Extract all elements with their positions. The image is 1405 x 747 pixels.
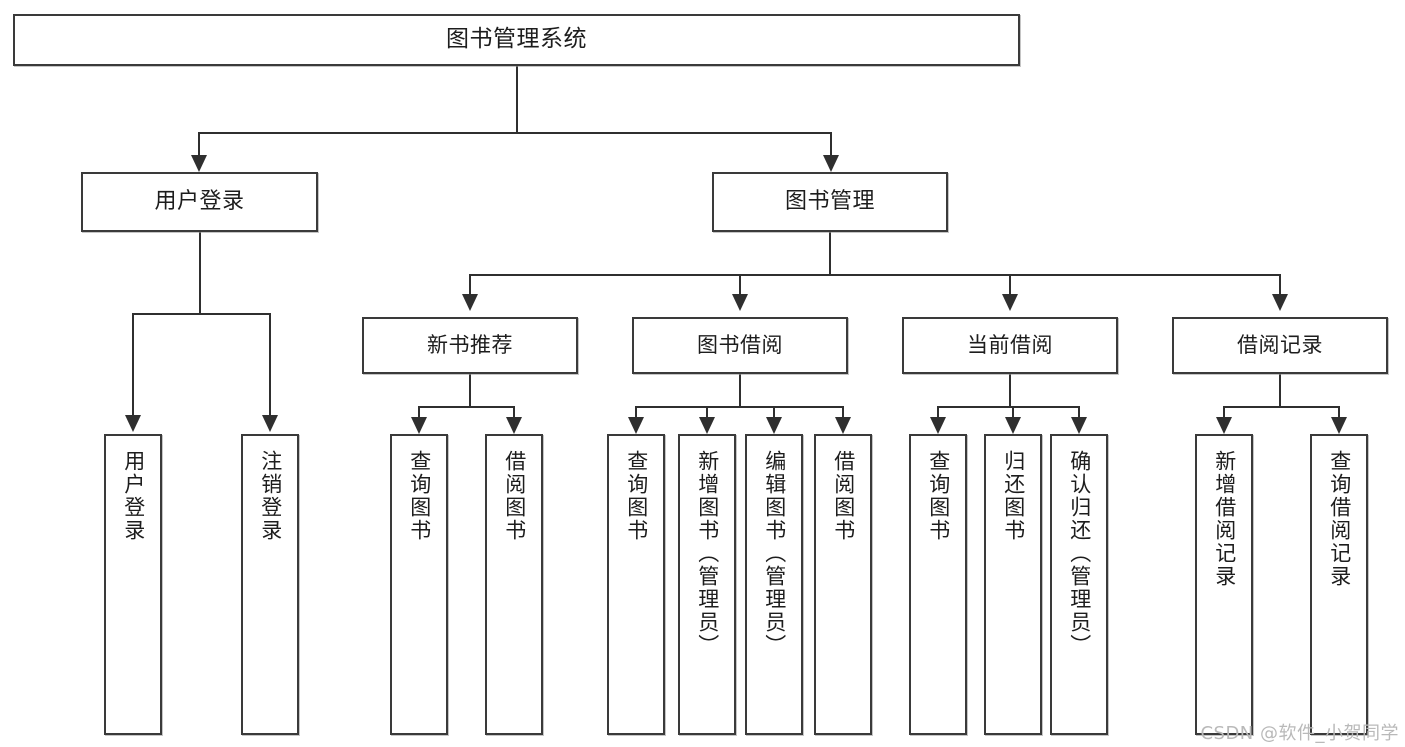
connector-book-borrow-to-leaf-3 <box>773 406 775 419</box>
node-leaf-add-record[interactable]: 新增借阅记录 <box>1195 434 1253 735</box>
connector-book-borrow-to-leaf-4 <box>842 406 844 419</box>
node-current-borrow-label: 当前借阅 <box>967 333 1053 358</box>
connector-root-stem <box>516 66 518 132</box>
node-book-manage[interactable]: 图书管理 <box>712 172 948 232</box>
connector-root-to-book-manage <box>830 132 832 157</box>
connector-book-manage-bus <box>469 274 1281 276</box>
connector-root-to-user-login <box>198 132 200 157</box>
node-leaf-return-book[interactable]: 归还图书 <box>984 434 1042 735</box>
connector-new-book-stem <box>469 374 471 406</box>
node-borrow-record[interactable]: 借阅记录 <box>1172 317 1388 374</box>
arrow-to-borrow-record <box>1272 294 1288 311</box>
arrow-current-borrow-to-leaf-3 <box>1071 417 1087 434</box>
connector-user-login-to-leaf-1 <box>132 313 134 417</box>
node-leaf-query-record[interactable]: 查询借阅记录 <box>1310 434 1368 735</box>
connector-new-book-bus <box>418 406 514 408</box>
node-leaf-return-book-label: 归还图书 <box>1001 450 1026 542</box>
node-leaf-add-book[interactable]: 新增图书（管理员） <box>678 434 736 735</box>
node-leaf-add-book-label: 新增图书（管理员） <box>695 450 720 657</box>
node-user-login[interactable]: 用户登录 <box>81 172 318 232</box>
connector-book-borrow-to-leaf-1 <box>635 406 637 419</box>
node-leaf-query-book-1[interactable]: 查询图书 <box>390 434 448 735</box>
connector-current-borrow-stem <box>1009 374 1011 406</box>
connector-current-borrow-to-leaf-2 <box>1012 406 1014 419</box>
connector-borrow-record-to-leaf-1 <box>1223 406 1225 419</box>
connector-user-login-bus <box>132 313 269 315</box>
arrow-new-book-to-leaf-1 <box>411 417 427 434</box>
connector-to-new-book-recommend <box>469 274 471 296</box>
connector-new-book-to-leaf-2 <box>513 406 515 419</box>
node-book-borrow[interactable]: 图书借阅 <box>632 317 848 374</box>
node-root[interactable]: 图书管理系统 <box>13 14 1020 66</box>
connector-user-login-to-leaf-2 <box>269 313 271 417</box>
connector-book-borrow-to-leaf-2 <box>706 406 708 419</box>
connector-borrow-record-bus <box>1223 406 1339 408</box>
connector-user-login-stem <box>199 232 201 313</box>
arrow-borrow-record-to-leaf-1 <box>1216 417 1232 434</box>
node-leaf-borrow-book-2[interactable]: 借阅图书 <box>814 434 872 735</box>
node-root-label: 图书管理系统 <box>446 26 587 53</box>
arrow-new-book-to-leaf-2 <box>506 417 522 434</box>
node-leaf-add-record-label: 新增借阅记录 <box>1212 450 1237 588</box>
connector-borrow-record-stem <box>1279 374 1281 406</box>
connector-book-borrow-bus <box>635 406 844 408</box>
arrow-to-book-borrow <box>732 294 748 311</box>
connector-current-borrow-bus <box>937 406 1079 408</box>
arrow-book-borrow-to-leaf-4 <box>835 417 851 434</box>
arrow-to-new-book-recommend <box>462 294 478 311</box>
connector-new-book-to-leaf-1 <box>418 406 420 419</box>
node-leaf-user-login[interactable]: 用户登录 <box>104 434 162 735</box>
arrow-user-login-to-leaf-1 <box>125 415 141 432</box>
node-new-book-recommend[interactable]: 新书推荐 <box>362 317 578 374</box>
arrow-book-borrow-to-leaf-1 <box>628 417 644 434</box>
arrow-current-borrow-to-leaf-2 <box>1005 417 1021 434</box>
arrow-user-login-to-leaf-2 <box>262 415 278 432</box>
node-leaf-borrow-book-1-label: 借阅图书 <box>502 450 527 542</box>
arrow-book-borrow-to-leaf-3 <box>766 417 782 434</box>
connector-current-borrow-to-leaf-1 <box>937 406 939 419</box>
connector-book-manage-stem <box>829 232 831 274</box>
connector-to-current-borrow <box>1009 274 1011 296</box>
node-leaf-query-book-3[interactable]: 查询图书 <box>909 434 967 735</box>
connector-root-bus <box>198 132 832 134</box>
connector-book-borrow-stem <box>739 374 741 406</box>
node-leaf-confirm-return[interactable]: 确认归还（管理员） <box>1050 434 1108 735</box>
arrow-current-borrow-to-leaf-1 <box>930 417 946 434</box>
arrow-borrow-record-to-leaf-2 <box>1331 417 1347 434</box>
node-new-book-recommend-label: 新书推荐 <box>427 333 513 358</box>
node-leaf-confirm-return-label: 确认归还（管理员） <box>1067 450 1092 657</box>
node-user-login-label: 用户登录 <box>154 188 245 214</box>
node-book-borrow-label: 图书借阅 <box>697 333 783 358</box>
node-leaf-query-book-2[interactable]: 查询图书 <box>607 434 665 735</box>
connector-current-borrow-to-leaf-3 <box>1078 406 1080 419</box>
node-leaf-borrow-book-2-label: 借阅图书 <box>831 450 856 542</box>
connector-to-book-borrow <box>739 274 741 296</box>
arrow-book-borrow-to-leaf-2 <box>699 417 715 434</box>
arrow-root-to-book-manage <box>823 155 839 172</box>
node-leaf-edit-book[interactable]: 编辑图书（管理员） <box>745 434 803 735</box>
node-leaf-query-record-label: 查询借阅记录 <box>1327 450 1352 588</box>
connector-borrow-record-to-leaf-2 <box>1338 406 1340 419</box>
node-current-borrow[interactable]: 当前借阅 <box>902 317 1118 374</box>
node-leaf-logout[interactable]: 注销登录 <box>241 434 299 735</box>
node-leaf-query-book-3-label: 查询图书 <box>926 450 951 542</box>
node-leaf-user-login-label: 用户登录 <box>121 450 146 542</box>
node-book-manage-label: 图书管理 <box>784 188 875 214</box>
node-leaf-borrow-book-1[interactable]: 借阅图书 <box>485 434 543 735</box>
node-leaf-edit-book-label: 编辑图书（管理员） <box>762 450 787 657</box>
node-leaf-logout-label: 注销登录 <box>258 450 283 542</box>
node-leaf-query-book-1-label: 查询图书 <box>407 450 432 542</box>
node-borrow-record-label: 借阅记录 <box>1237 333 1323 358</box>
connector-to-borrow-record <box>1279 274 1281 296</box>
arrow-root-to-user-login <box>191 155 207 172</box>
arrow-to-current-borrow <box>1002 294 1018 311</box>
node-leaf-query-book-2-label: 查询图书 <box>624 450 649 542</box>
